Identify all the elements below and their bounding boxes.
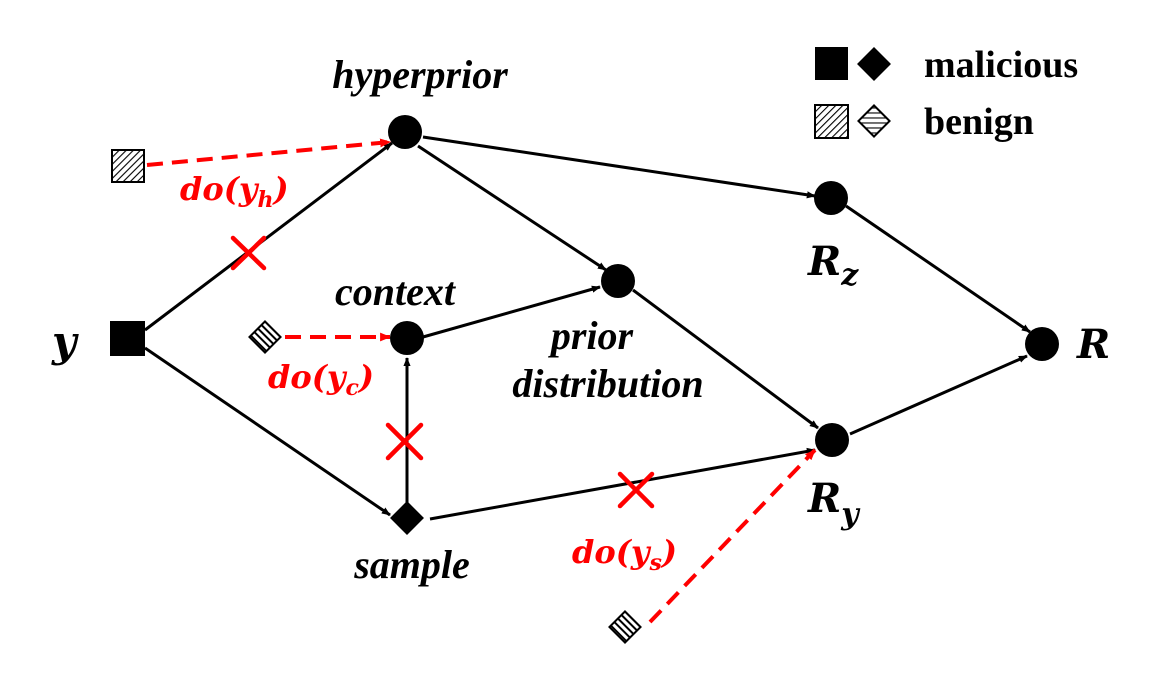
label-rz: Rz [807, 238, 859, 293]
cut-mark-icon-sample-context [385, 422, 424, 461]
label-hyperprior: hyperprior [332, 52, 508, 97]
intervention-arrow-yh [146, 138, 392, 167]
benign-sources [111, 149, 642, 644]
benign-square-icon-yh [111, 149, 145, 183]
label-y: y [51, 317, 79, 366]
edge-hyperprior-prior [417, 144, 607, 272]
edge-y-hyperprior [144, 141, 393, 332]
label-context: context [335, 269, 457, 314]
label-do-yh: do(yh) [180, 170, 289, 213]
legend-benign-label: benign [924, 101, 1034, 143]
legend-benign-square-icon [814, 104, 849, 139]
node-sample-diamond-icon [390, 501, 424, 535]
label-do-ys: do(ys) [572, 533, 677, 576]
label-do-yc: do(yc) [268, 358, 374, 401]
cut-mark-icon-y-hyperprior [230, 235, 267, 271]
intervention-arrows [146, 138, 817, 624]
node-y-square-icon [110, 321, 145, 356]
node-prior-distribution [601, 264, 635, 298]
label-distribution: distribution [512, 361, 703, 406]
legend: malicious benign [814, 44, 1078, 143]
label-ry-sub: y [840, 497, 861, 532]
nodes [110, 115, 1059, 535]
edge-sample-ry [429, 447, 816, 521]
edge-prior-ry [632, 288, 819, 430]
edge-context-prior [422, 285, 601, 339]
benign-diamond-icon-ys [608, 610, 642, 644]
intervention-arrow-ys [648, 448, 817, 624]
legend-malicious-square-icon [815, 47, 848, 80]
edge-hyperprior-rz [422, 135, 816, 199]
node-labels: hyperprior context prior distribution sa… [51, 52, 1110, 587]
label-ry-base: R [807, 475, 841, 522]
intervention-labels: do(yh) do(yc) do(ys) [180, 170, 677, 576]
edge-y-sample [144, 346, 391, 517]
node-r [1025, 327, 1059, 361]
node-context [390, 321, 424, 355]
legend-benign-diamond-icon [857, 104, 891, 138]
legend-malicious-diamond-icon [857, 47, 891, 81]
label-rz-base: R [807, 238, 841, 285]
edges [144, 135, 1031, 521]
cut-mark-icon-sample-ry [617, 471, 655, 509]
edge-rz-r [845, 204, 1031, 334]
label-prior: prior [548, 313, 634, 358]
edge-ry-r [849, 354, 1028, 436]
node-ry [815, 423, 849, 457]
label-ry: Ry [807, 475, 861, 532]
node-rz [814, 181, 848, 215]
cut-marks [230, 235, 655, 509]
benign-diamond-icon-yc [248, 320, 282, 354]
label-rz-sub: z [840, 258, 859, 293]
node-hyperprior [388, 115, 422, 149]
label-r: R [1076, 321, 1110, 368]
legend-malicious-label: malicious [924, 44, 1078, 86]
label-sample: sample [353, 542, 470, 587]
